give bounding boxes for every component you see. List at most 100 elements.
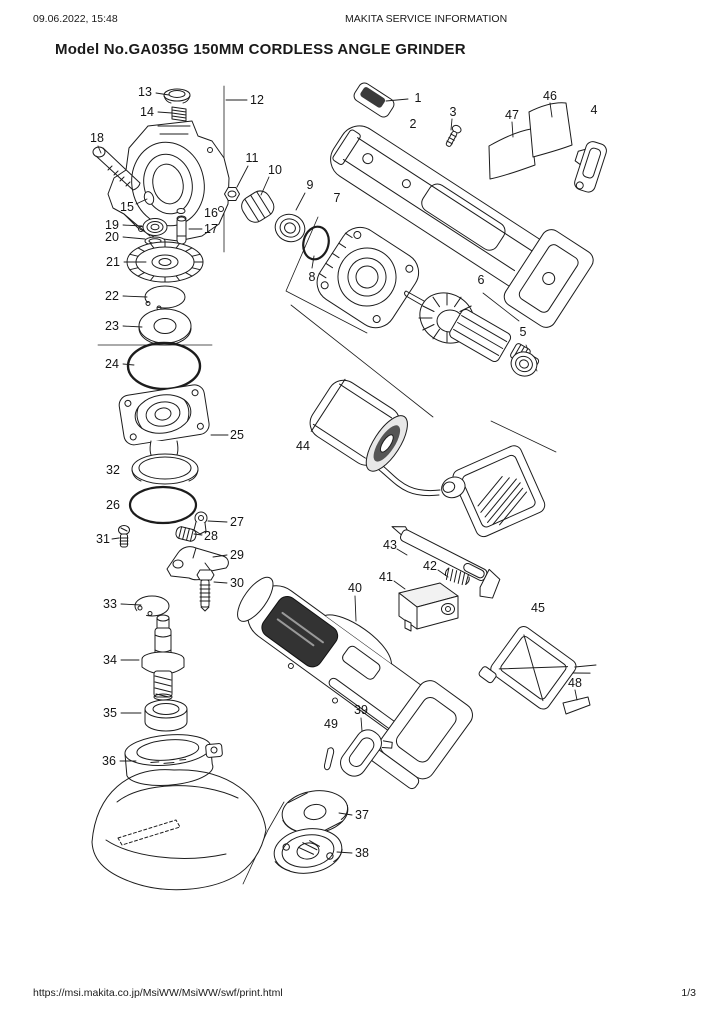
part-number-label: 21 <box>106 255 120 269</box>
callout-leader-line <box>236 165 249 188</box>
part-number-label: 28 <box>204 529 218 543</box>
part-number-label: 38 <box>355 846 369 860</box>
spring-part-28 <box>175 526 197 542</box>
callout-leader-line <box>120 603 142 606</box>
rear-cover-part-45 <box>478 626 597 710</box>
part-number-label: 42 <box>423 559 437 573</box>
callout-leader-line <box>122 236 146 240</box>
name-plate-part-46 <box>528 102 573 158</box>
shaft-lock-lever-part-29 <box>166 546 229 581</box>
page-number: 1/3 <box>681 987 696 999</box>
bearing-part-19 <box>142 218 168 236</box>
snap-ring-part-33 <box>134 595 170 618</box>
seal-part-15 <box>143 191 155 205</box>
part-number-label: 34 <box>103 653 117 667</box>
part-number-label: 26 <box>106 498 120 512</box>
callout-leader-line <box>396 548 408 556</box>
part-number-label: 7 <box>334 191 341 205</box>
part-number-label: 49 <box>324 717 338 731</box>
callout-leader-line <box>155 92 170 96</box>
part-number-label: 33 <box>103 597 117 611</box>
callout-leader-line <box>111 537 120 540</box>
callout-leader-line <box>336 851 353 854</box>
o-ring-part-24 <box>126 341 202 391</box>
inner-flange-part-37 <box>281 790 349 834</box>
retainer-ring-part-32 <box>131 453 199 485</box>
callout-leader-line <box>311 255 315 269</box>
name-plate-part-47 <box>488 128 536 180</box>
coupling-part-10 <box>241 190 275 223</box>
part-number-label: 39 <box>354 703 368 717</box>
housing-top-part-2 <box>330 125 594 328</box>
part-number-label: 48 <box>568 676 582 690</box>
bolt-part-30 <box>196 569 215 612</box>
callout-leader-line <box>122 224 143 227</box>
part-number-label: 40 <box>348 581 362 595</box>
part-number-label: 32 <box>106 463 120 477</box>
part-number-label: 35 <box>103 706 117 720</box>
bevel-gear-part-21 <box>126 241 204 283</box>
part-number-label: 22 <box>105 289 119 303</box>
callout-leader-line <box>574 689 578 701</box>
part-number-label: 5 <box>520 325 527 339</box>
callout-leader-line <box>122 363 135 366</box>
strip-part-49 <box>324 747 335 771</box>
part-number-label: 43 <box>383 538 397 552</box>
screw-part-31 <box>118 525 130 548</box>
part-number-label: 29 <box>230 548 244 562</box>
part-number-label: 17 <box>204 222 218 236</box>
gear-housing-part <box>107 120 230 242</box>
part-number-label: 15 <box>120 200 134 214</box>
part-number-label: 3 <box>450 105 457 119</box>
spring-part-42 <box>444 567 470 586</box>
part-number-label: 6 <box>478 273 485 287</box>
bearing-part-9 <box>274 213 306 243</box>
callout-leader-line <box>122 325 143 328</box>
lock-nut-part-38 <box>273 828 343 874</box>
bolt-part-18 <box>92 146 141 191</box>
part-number-label: 44 <box>296 439 310 453</box>
part-number-label: 47 <box>505 108 519 122</box>
battery-terminal-part-44 <box>441 445 546 538</box>
pin-parts-16-17 <box>176 208 187 245</box>
ring-part-35 <box>144 699 188 732</box>
callout-leader-line <box>212 554 228 558</box>
stator-part-44 <box>309 378 408 472</box>
label-sheet-part-48 <box>562 696 591 715</box>
model-title: Model No.GA035G 150MM CORDLESS ANGLE GRI… <box>55 41 466 58</box>
callout-leader-line <box>157 111 173 114</box>
bearing-box-part-25 <box>118 384 210 446</box>
o-ring-part-8 <box>302 225 330 261</box>
part-number-label: 11 <box>246 151 259 165</box>
ball-bearing-part-23 <box>138 308 192 346</box>
part-number-label: 23 <box>105 319 119 333</box>
part-number-label: 37 <box>355 808 369 822</box>
callout-leader-line <box>260 176 270 196</box>
callout-leader-line <box>450 118 453 131</box>
o-ring-part-26 <box>128 485 198 525</box>
slide-bar-part-43 <box>391 526 501 599</box>
snap-ring-part-22 <box>144 285 186 311</box>
part-number-label: 16 <box>204 206 218 220</box>
switch-button-part-1 <box>353 82 395 118</box>
part-number-label: 46 <box>543 89 557 103</box>
part-number-label: 36 <box>102 754 116 768</box>
part-number-label: 27 <box>230 515 244 529</box>
callout-leader-line <box>295 192 306 211</box>
part-number-label: 4 <box>591 103 598 117</box>
part-number-label: 41 <box>379 570 393 584</box>
part-number-label: 1 <box>415 91 422 105</box>
part-number-label: 20 <box>105 230 119 244</box>
part-number-label: 25 <box>230 428 244 442</box>
part-number-label: 10 <box>268 163 282 177</box>
cap-part-13 <box>163 88 191 104</box>
callout-leader-line <box>511 121 514 138</box>
callout-leader-line <box>338 812 353 816</box>
callout-leader-line <box>122 295 148 298</box>
callout-leader-line <box>97 145 102 154</box>
part-number-label: 31 <box>96 532 110 546</box>
print-timestamp: 09.06.2022, 15:48 <box>33 13 118 25</box>
callout-leader-line <box>393 580 406 590</box>
part-number-label: 12 <box>250 93 264 107</box>
